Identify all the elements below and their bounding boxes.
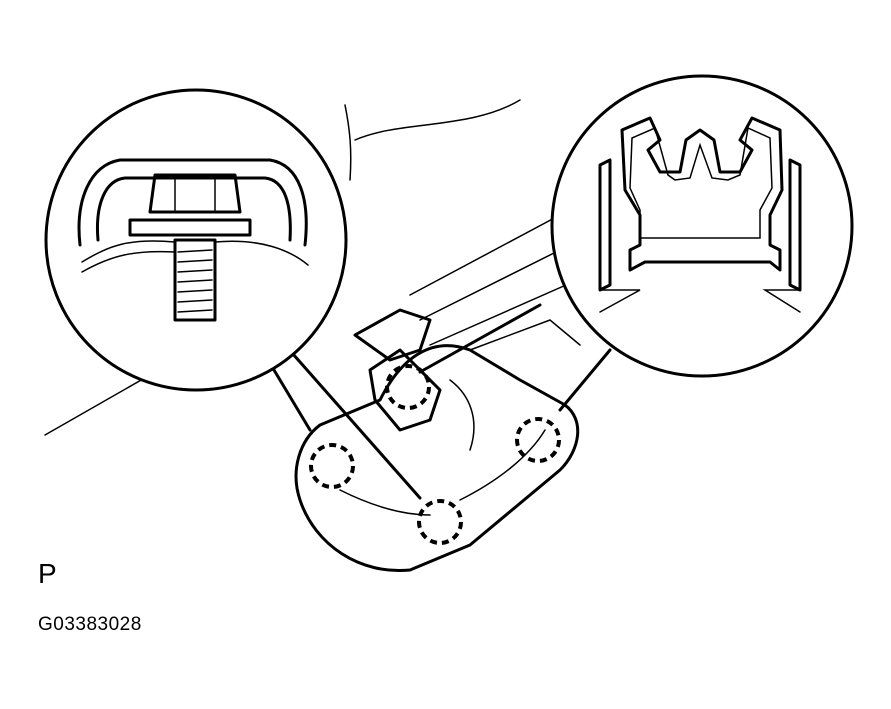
background-rail-lines xyxy=(44,99,601,436)
clip-location-left xyxy=(309,443,355,489)
clip-location-right xyxy=(515,417,561,463)
figure-code-label: G03383028 xyxy=(38,614,142,635)
clip-locations xyxy=(309,364,561,545)
bracket-part xyxy=(294,308,581,573)
clip-location-bottom xyxy=(417,499,463,545)
clip-location-center xyxy=(385,364,431,410)
view-letter-label: P xyxy=(38,558,57,589)
detail-circle-bolt xyxy=(44,88,348,392)
callout-leaders xyxy=(263,303,612,500)
detail-circle-clip xyxy=(550,74,854,378)
